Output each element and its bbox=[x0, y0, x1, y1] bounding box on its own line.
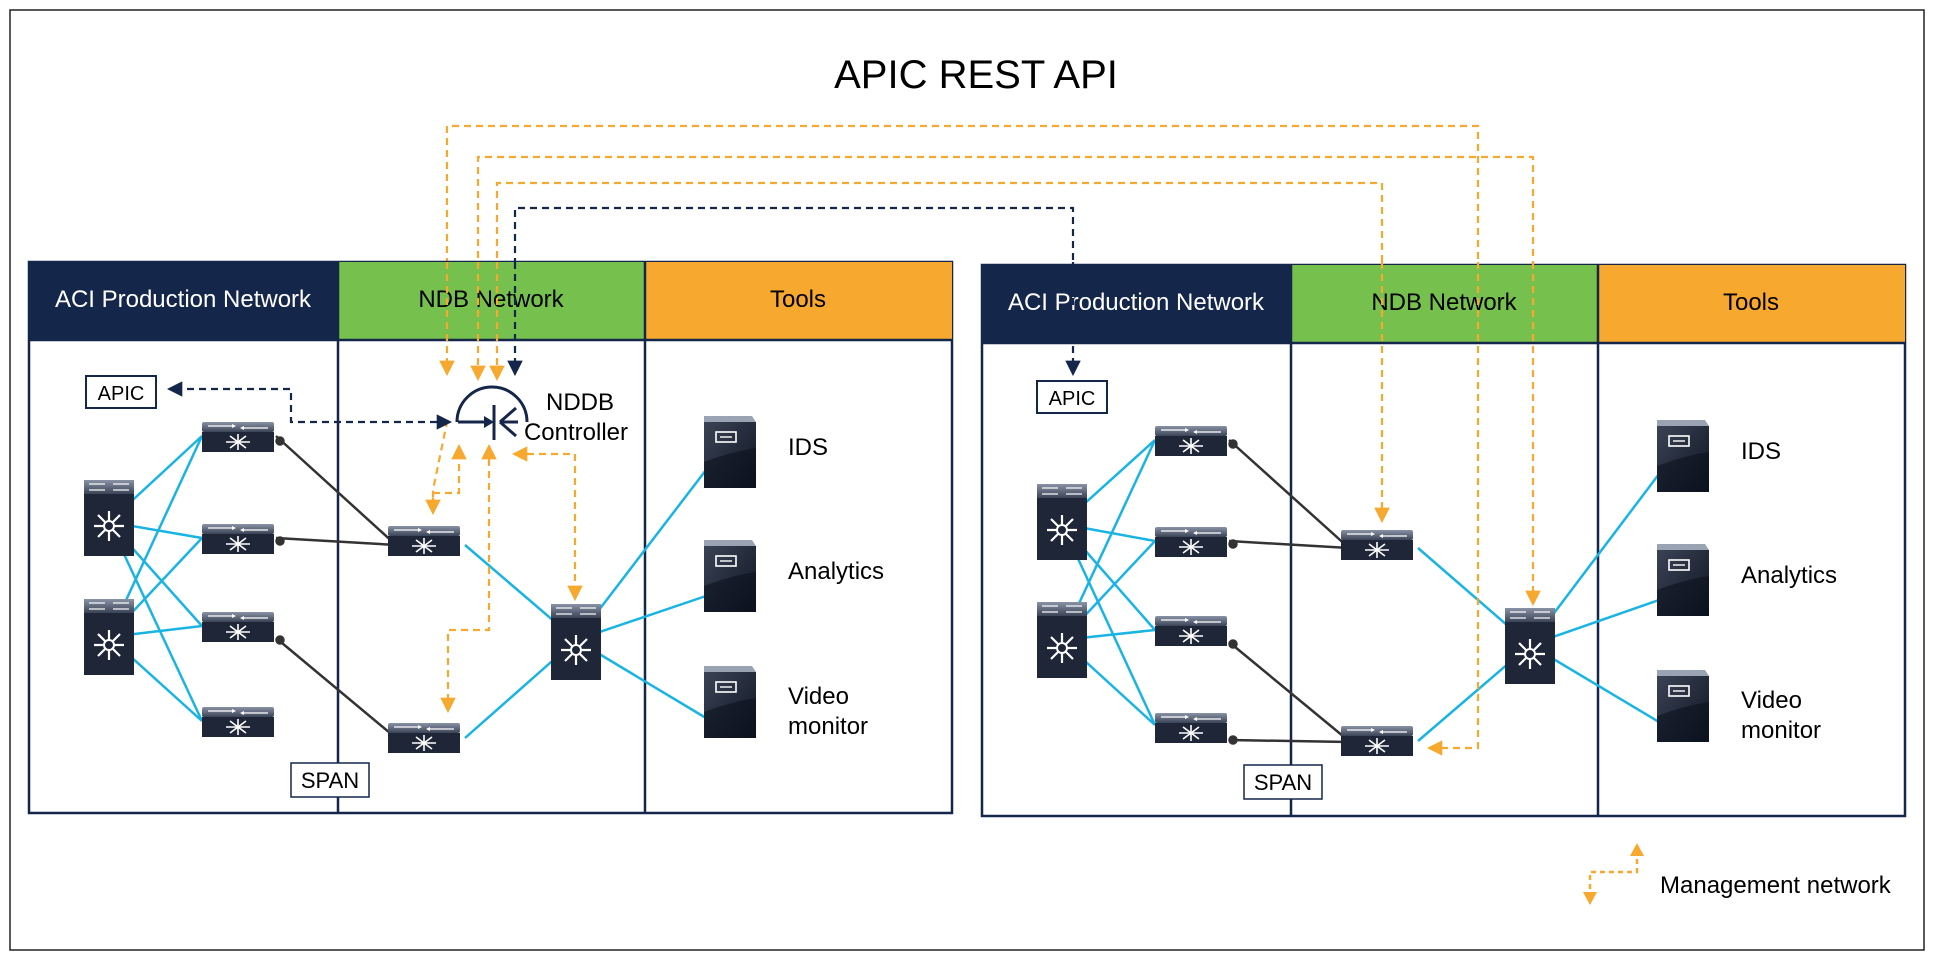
right-ndb-switch-1-icon bbox=[1340, 529, 1414, 561]
right-panel: ACI Production Network NDB Network Tools… bbox=[980, 263, 1907, 818]
left-tool-analytics: Analytics bbox=[788, 558, 884, 585]
left-header-tools-label: Tools bbox=[770, 286, 826, 313]
left-leaf-switch-1-icon bbox=[201, 421, 275, 453]
left-header-aci-label: ACI Production Network bbox=[55, 286, 312, 313]
left-nddb-controller-icon bbox=[455, 385, 529, 440]
right-header-tools-label: Tools bbox=[1723, 289, 1779, 316]
right-tool-video-2: monitor bbox=[1741, 717, 1821, 744]
left-controller-label-1: NDDB bbox=[546, 389, 614, 416]
left-spine-switch-1-icon bbox=[82, 478, 136, 558]
diagram-title: APIC REST API bbox=[834, 53, 1118, 97]
left-apic-box bbox=[85, 375, 157, 409]
left-leaf-switch-2-icon bbox=[201, 523, 275, 555]
left-ndb-switch-1-icon bbox=[387, 525, 461, 557]
right-tool-video-1: Video bbox=[1741, 687, 1802, 714]
left-span-label: SPAN bbox=[301, 768, 359, 793]
left-header-aci bbox=[29, 262, 338, 340]
left-ndb-switch-2-icon bbox=[387, 722, 461, 754]
right-leaf-switch-3-icon bbox=[1154, 615, 1228, 647]
left-controller-label-2: Controller bbox=[524, 419, 628, 446]
left-tool-video-2: monitor bbox=[788, 713, 868, 740]
right-span-box bbox=[1243, 764, 1323, 800]
left-ids-server-icon bbox=[703, 415, 757, 489]
left-header-ndb bbox=[338, 262, 645, 340]
right-leaf-switch-1-icon bbox=[1154, 425, 1228, 457]
right-video-server-icon bbox=[1656, 669, 1710, 743]
left-apic-label: APIC bbox=[98, 383, 145, 405]
left-span-links bbox=[275, 435, 397, 739]
right-leaf-switch-4-icon bbox=[1154, 712, 1228, 744]
mgmt-link-1 bbox=[439, 124, 1480, 756]
right-header-aci-label: ACI Production Network bbox=[1008, 289, 1265, 316]
right-leaf-switch-2-icon bbox=[1154, 526, 1228, 558]
right-span-links bbox=[1228, 439, 1350, 745]
left-video-server-icon bbox=[703, 665, 757, 739]
right-spine-switch-2-icon bbox=[1035, 600, 1089, 680]
right-apic-box bbox=[1036, 380, 1108, 414]
left-span-box bbox=[290, 762, 370, 798]
left-header-ndb-label: NDB Network bbox=[418, 286, 564, 313]
left-tool-video-1: Video bbox=[788, 683, 849, 710]
right-tool-analytics: Analytics bbox=[1741, 562, 1837, 589]
right-header-ndb-label: NDB Network bbox=[1371, 289, 1517, 316]
right-apic-label: APIC bbox=[1049, 388, 1096, 410]
legend-label: Management network bbox=[1660, 872, 1892, 899]
right-spine-switch-1-icon bbox=[1035, 482, 1089, 562]
legend: Management network bbox=[1583, 843, 1892, 905]
right-header-ndb bbox=[1291, 265, 1598, 343]
legend-management-icon bbox=[1588, 850, 1639, 896]
left-analytics-server-icon bbox=[703, 539, 757, 613]
left-panel: ACI Production Network NDB Network Tools bbox=[27, 260, 954, 815]
right-ndb-spine-switch-icon bbox=[1503, 606, 1557, 686]
right-ndb-switch-2-icon bbox=[1340, 725, 1414, 757]
left-ndb-spine-switch-icon bbox=[549, 602, 603, 682]
left-spine-switch-2-icon bbox=[82, 597, 136, 677]
right-ids-server-icon bbox=[1656, 419, 1710, 493]
left-tool-ids: IDS bbox=[788, 434, 828, 461]
right-span-label: SPAN bbox=[1254, 770, 1312, 795]
right-header-aci bbox=[982, 265, 1291, 343]
left-leaf-switch-4-icon bbox=[201, 706, 275, 738]
right-header-tools bbox=[1598, 265, 1905, 343]
right-tool-ids: IDS bbox=[1741, 438, 1781, 465]
left-header-tools bbox=[645, 262, 952, 340]
outer-frame bbox=[9, 9, 1925, 951]
right-analytics-server-icon bbox=[1656, 543, 1710, 617]
left-leaf-switch-3-icon bbox=[201, 611, 275, 643]
